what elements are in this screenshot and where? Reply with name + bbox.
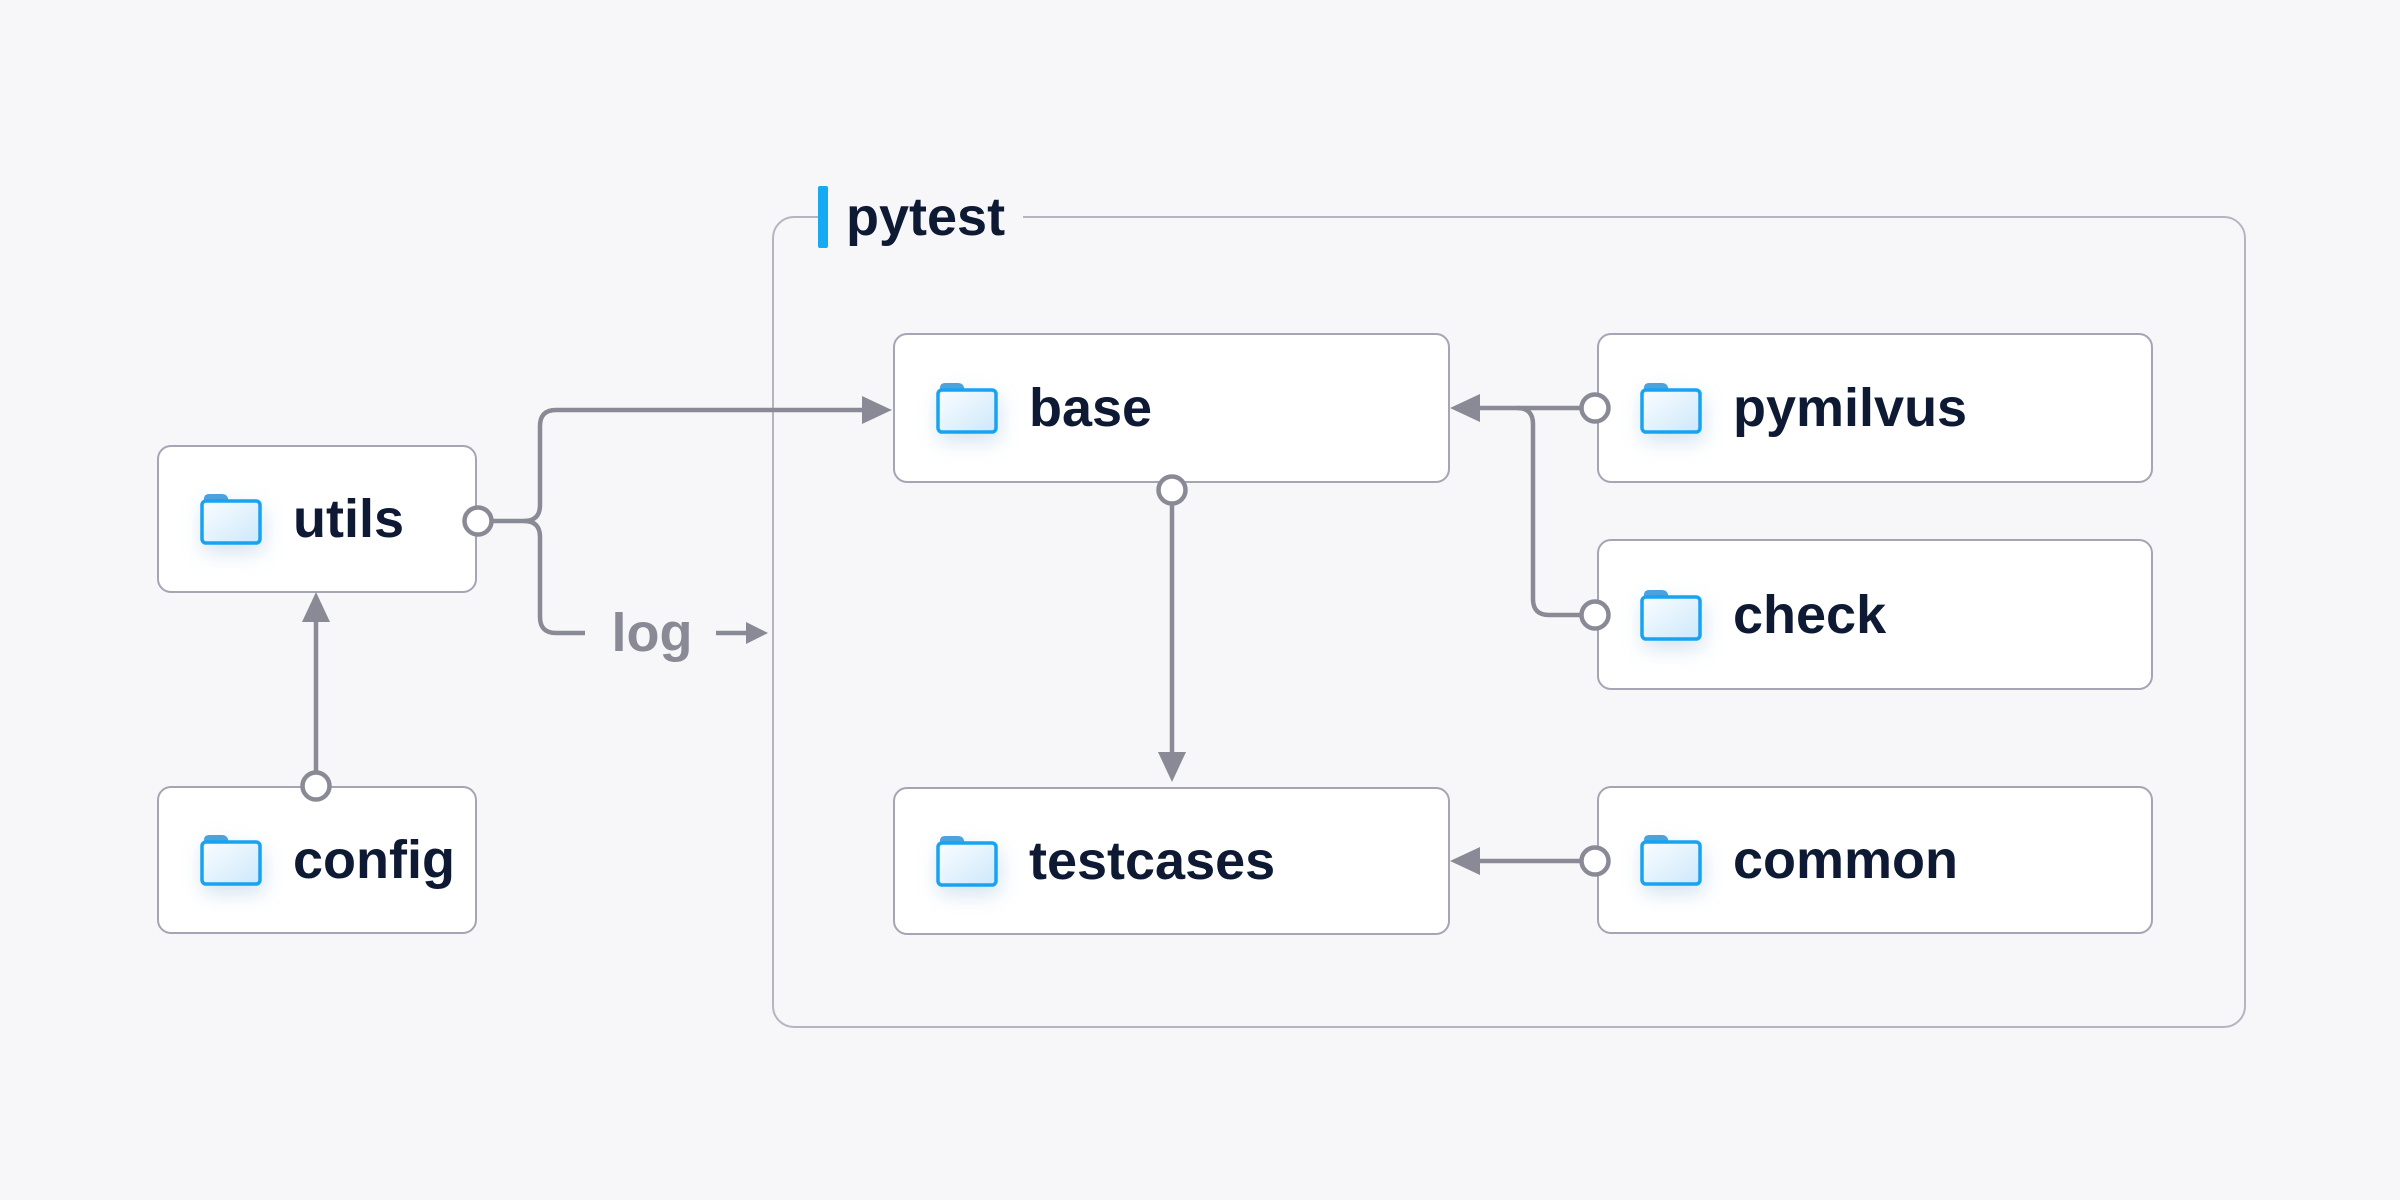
folder-icon bbox=[1640, 589, 1702, 641]
folder-icon bbox=[1640, 383, 1702, 434]
node-config: config bbox=[157, 786, 477, 934]
node-label: base bbox=[1029, 378, 1153, 438]
node-label: check bbox=[1733, 584, 1887, 645]
folder-icon bbox=[936, 383, 998, 434]
node-base: base bbox=[893, 333, 1450, 483]
edge-label-log: log bbox=[611, 603, 693, 663]
pytest-group bbox=[772, 216, 2246, 1028]
node-common: common bbox=[1597, 786, 2153, 934]
node-label: testcases bbox=[1029, 831, 1276, 891]
pytest-group-label: pytest bbox=[818, 185, 1024, 249]
node-label: pymilvus bbox=[1733, 378, 1968, 438]
node-pymilvus: pymilvus bbox=[1597, 333, 2153, 483]
node-testcases: testcases bbox=[893, 787, 1450, 935]
folder-icon bbox=[1640, 835, 1702, 886]
accent-bar bbox=[818, 186, 828, 248]
group-title: pytest bbox=[846, 187, 1006, 247]
arrowhead bbox=[746, 622, 768, 644]
folder-icon bbox=[200, 494, 262, 545]
node-label: common bbox=[1733, 830, 1959, 890]
node-label: config bbox=[293, 830, 455, 890]
folder-icon bbox=[936, 836, 998, 887]
node-label: utils bbox=[293, 489, 405, 549]
node-utils: utils bbox=[157, 445, 477, 593]
edge-config-utils bbox=[300, 592, 332, 802]
folder-icon bbox=[200, 835, 262, 886]
arrowhead bbox=[302, 592, 330, 622]
node-check: check bbox=[1597, 539, 2153, 690]
